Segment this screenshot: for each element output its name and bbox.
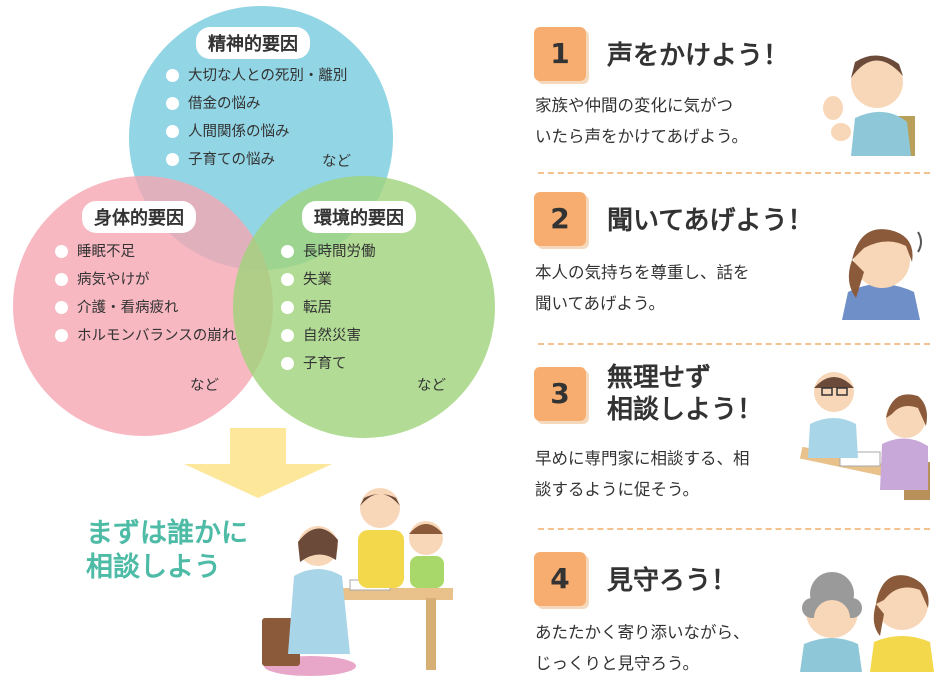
venn-diagram [13, 6, 495, 438]
step-3-title-line-1: 無理せず [607, 363, 712, 393]
step-3-number: 3 [534, 367, 586, 421]
step-1-title-text: 声をかけよう！ [607, 41, 790, 71]
list-item: 介護・看病疲れ [55, 298, 240, 318]
step-3-desc-line-2: 談するように促そう。 [535, 480, 700, 499]
list-item: 自然災害 [281, 326, 376, 346]
step-4-number: 4 [534, 552, 586, 606]
step-2-number: 2 [534, 192, 586, 246]
step-1-desc-line-1: 家族や仲間の変化に気がつ [535, 96, 733, 115]
physical-etc: など [190, 378, 219, 394]
professional-consultation-illustration [800, 372, 930, 500]
step-4-desc-line-2: じっくりと見守ろう。 [535, 654, 700, 673]
step-3-desc-line-1: 早めに専門家に相談する、相 [535, 449, 750, 468]
list-item: 借金の悩み [166, 94, 347, 114]
step-4-title: 見守ろう！ [607, 565, 737, 597]
man-calling-out-illustration [823, 55, 915, 156]
step-2-desc-line-2: 聞いてあげよう。 [535, 294, 666, 313]
list-item: 長時間労働 [281, 242, 376, 262]
step-divider [538, 172, 930, 174]
physical-circle [13, 176, 273, 436]
down-arrow-icon [184, 428, 332, 498]
step-2-description: 本人の気持ちを尊重し、話を 聞いてあげよう。 [535, 257, 790, 319]
step-1-description: 家族や仲間の変化に気がつ いたら声をかけてあげよう。 [535, 90, 790, 152]
step-4-description: あたたかく寄り添いながら、 じっくりと見守ろう。 [535, 617, 790, 679]
environment-factor-list: 長時間労働 失業 転居 自然災害 子育て [281, 242, 376, 382]
list-item: 病気やけが [55, 270, 240, 290]
consult-call-to-action: まずは誰かに 相談しよう [86, 517, 248, 585]
physical-factor-list: 睡眠不足 病気やけが 介護・看病疲れ ホルモンバランスの崩れ [55, 242, 240, 354]
list-item: 転居 [281, 298, 376, 318]
mental-factor-list: 大切な人との死別・離別 借金の悩み 人間関係の悩み 子育ての悩み [166, 66, 347, 178]
step-2-desc-line-1: 本人の気持ちを尊重し、話を [535, 263, 750, 282]
step-divider [538, 343, 930, 345]
watching-over-illustration [800, 572, 934, 672]
step-1-desc-line-2: いたら声をかけてあげよう。 [535, 127, 749, 146]
step-4-desc-line-1: あたたかく寄り添いながら、 [535, 623, 750, 642]
step-3-title: 無理せず 相談しよう！ [607, 362, 763, 426]
list-item: 子育ての悩み [166, 150, 347, 170]
woman-listening-illustration [842, 229, 922, 320]
step-4-title-text: 見守ろう！ [607, 566, 738, 596]
step-1-number: 1 [534, 27, 586, 81]
environment-circle [233, 176, 495, 438]
list-item: 子育て [281, 354, 376, 374]
physical-factor-label: 身体的要因 [82, 201, 196, 233]
environment-etc: など [417, 378, 446, 394]
step-1-title: 声をかけよう！ [607, 40, 789, 72]
step-divider [538, 528, 930, 530]
mental-factor-label: 精神的要因 [196, 27, 310, 59]
list-item: ホルモンバランスの崩れ [55, 326, 237, 346]
cta-line-2: 相談しよう [86, 552, 221, 583]
list-item: 睡眠不足 [55, 242, 240, 262]
list-item: 大切な人との死別・離別 [166, 66, 347, 86]
mental-etc: など [322, 154, 351, 170]
list-item: 失業 [281, 270, 376, 290]
family-consultation-illustration [262, 488, 453, 676]
environment-factor-label: 環境的要因 [302, 201, 416, 233]
step-3-description: 早めに専門家に相談する、相 談するように促そう。 [535, 443, 790, 505]
step-3-title-line-2: 相談しよう！ [607, 395, 764, 425]
step-2-title-text: 聞いてあげよう！ [607, 206, 814, 236]
cta-line-1: まずは誰かに [86, 518, 248, 549]
list-item: 人間関係の悩み [166, 122, 347, 142]
step-2-title: 聞いてあげよう！ [607, 205, 813, 237]
